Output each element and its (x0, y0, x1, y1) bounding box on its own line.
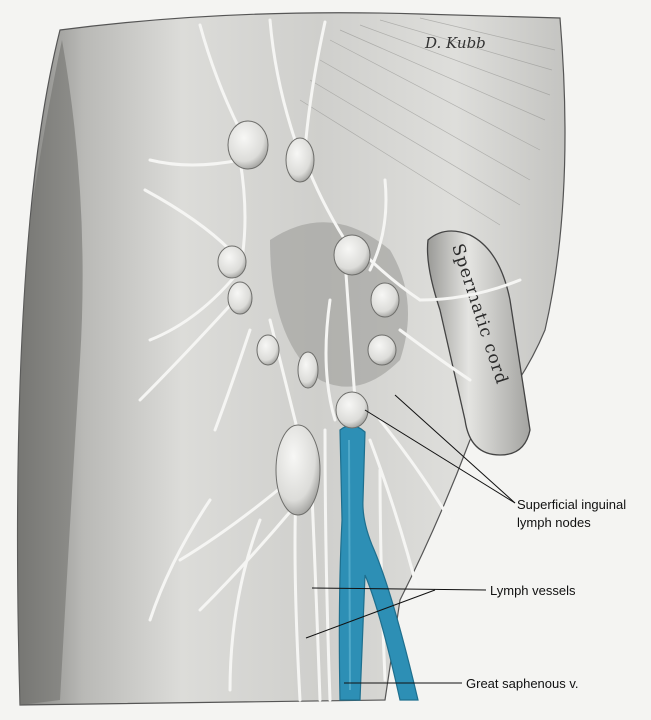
lymph-nodes (217, 120, 400, 516)
great-saphenous-vein (338, 424, 419, 701)
lymph-node (227, 281, 253, 315)
label-great-saphenous: Great saphenous v. (466, 676, 579, 691)
label-nodes-line1: Superficial inguinal (517, 497, 626, 512)
lymph-node (297, 351, 319, 389)
lymph-node (227, 120, 269, 170)
lymph-vessel-network (138, 18, 522, 702)
lymph-node (275, 424, 321, 516)
lymph-node (335, 391, 369, 429)
lymph-node (370, 282, 400, 318)
artist-signature: D. Kubb (424, 34, 486, 52)
lymph-node (285, 137, 315, 183)
callout-nodes: Superficial inguinal lymph nodes (517, 497, 626, 530)
lymph-node (217, 245, 247, 279)
label-lymph-vessels: Lymph vessels (490, 583, 576, 598)
lymph-node (367, 334, 397, 366)
lymph-node (256, 334, 280, 366)
muscle-striations (299, 17, 556, 226)
label-nodes-line2: lymph nodes (517, 515, 591, 530)
leader-lines (305, 394, 516, 684)
lymph-node (333, 234, 371, 276)
left-shadow (17, 40, 83, 705)
